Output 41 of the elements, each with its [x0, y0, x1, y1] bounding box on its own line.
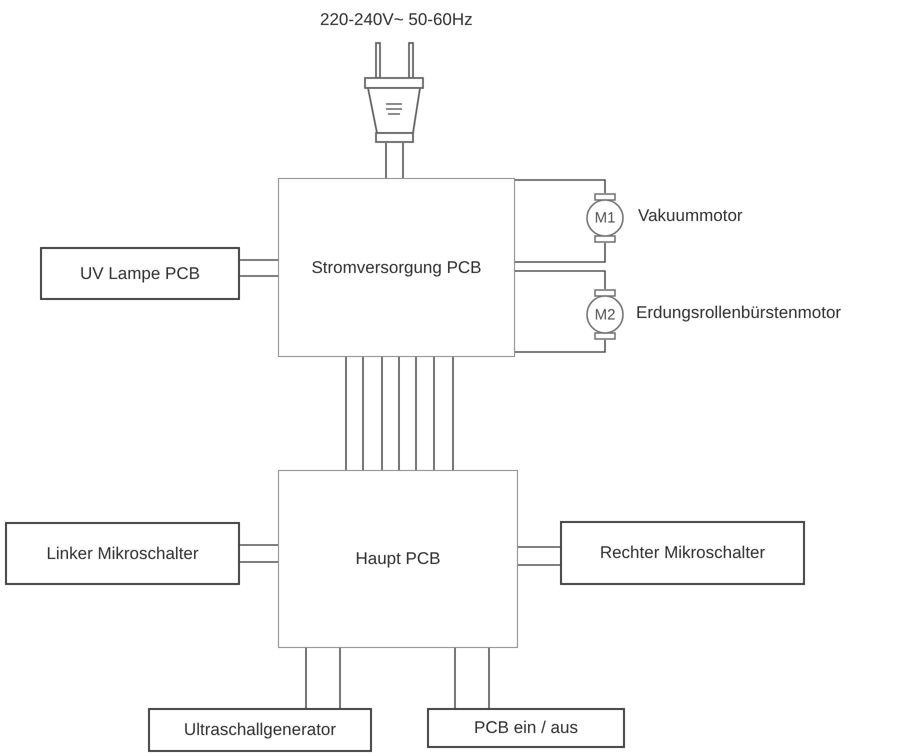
wire — [415, 357, 417, 470]
wire — [402, 143, 404, 178]
motor-label: Vakuummotor — [638, 206, 743, 226]
box-label: UV Lampe PCB — [80, 264, 200, 284]
wire — [240, 259, 278, 261]
wire — [240, 561, 278, 563]
wire — [339, 648, 341, 708]
voltage-label: 220-240V~ 50-60Hz — [320, 10, 473, 30]
wire — [240, 544, 278, 546]
pcb-box — [148, 708, 372, 752]
wire — [515, 243, 606, 263]
pcb-box — [560, 521, 805, 585]
box-label: Rechter Mikroschalter — [600, 543, 766, 563]
pcb-box — [278, 178, 515, 357]
wire — [515, 340, 606, 353]
wire — [515, 270, 606, 289]
box-label: Haupt PCB — [355, 549, 441, 569]
wire — [345, 357, 347, 470]
wire — [454, 648, 456, 708]
pcb-box — [427, 708, 625, 748]
motor-label: Erdungsrollenbürstenmotor — [636, 303, 842, 323]
wire — [518, 546, 560, 548]
wire — [385, 143, 387, 178]
plug-drawing — [362, 42, 426, 143]
box-label: Stromversorgung PCB — [311, 258, 482, 278]
wire — [518, 564, 560, 566]
box-label: Linker Mikroschalter — [46, 544, 199, 564]
wire — [398, 357, 400, 470]
pcb-box — [40, 247, 240, 300]
wire — [381, 357, 383, 470]
box-label: Ultraschallgenerator — [184, 720, 336, 740]
wire — [305, 648, 307, 708]
wire — [433, 357, 435, 470]
wire — [515, 179, 606, 193]
wire — [362, 357, 364, 470]
pcb-box — [5, 522, 240, 585]
box-label: PCB ein / aus — [474, 718, 578, 738]
wire — [452, 357, 454, 470]
pcb-box — [278, 470, 518, 648]
wire — [240, 275, 278, 277]
wire — [488, 648, 490, 708]
